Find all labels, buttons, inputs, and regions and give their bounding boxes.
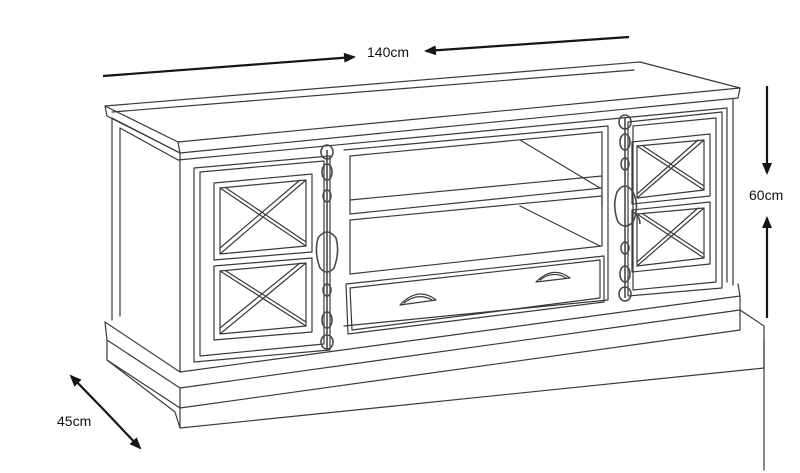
left-glass-door xyxy=(193,155,331,363)
cabinet-plinth xyxy=(104,283,765,471)
depth-arrow-a xyxy=(69,374,106,412)
cup-pull-handle-icon xyxy=(535,271,571,283)
center-open-shelf xyxy=(343,125,609,327)
right-glass-door xyxy=(627,111,723,297)
width-dimension-label: 140cm xyxy=(367,44,410,60)
drawer xyxy=(345,255,605,335)
x-cross-icon xyxy=(213,173,313,261)
height-dimension-label: 60cm xyxy=(749,187,784,203)
width-arrow-left xyxy=(102,52,356,78)
x-cross-icon xyxy=(631,133,711,205)
depth-arrow-b xyxy=(104,410,142,450)
cup-pull-handle-icon xyxy=(399,293,437,306)
cabinet-drawing xyxy=(104,61,765,471)
x-cross-icon xyxy=(631,201,711,273)
depth-dimension-label: 45cm xyxy=(57,413,92,429)
cabinet-top xyxy=(104,61,741,154)
right-ornate-hinge-icon xyxy=(613,114,641,302)
cabinet-body xyxy=(111,98,734,373)
width-arrow-right xyxy=(424,35,630,56)
dimension-arrows xyxy=(69,35,772,450)
x-cross-icon xyxy=(213,257,313,341)
left-ornate-hinge-icon xyxy=(315,144,339,350)
